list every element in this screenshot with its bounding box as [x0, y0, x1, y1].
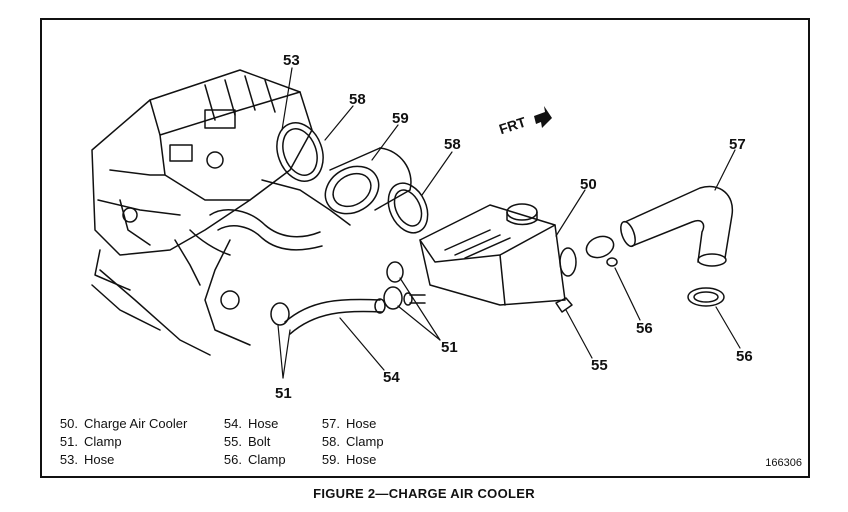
legend-item: 54. Hose [218, 416, 278, 431]
legend-item: 55. Bolt [218, 434, 270, 449]
legend-number: 51. [59, 434, 78, 449]
legend-number: 55. [223, 434, 242, 449]
hose-53-shape [209, 209, 323, 251]
callout-54: 54 [383, 369, 400, 386]
callout-58-right: 58 [444, 136, 461, 153]
legend-item: 53. Hose [54, 452, 114, 467]
callout-50: 50 [580, 176, 597, 193]
figure-caption: FIGURE 2—CHARGE AIR COOLER [313, 486, 535, 501]
callout-57: 57 [729, 136, 746, 153]
callout-51-right: 51 [441, 339, 458, 356]
figure-code: 166306 [765, 457, 802, 469]
legend-label: Bolt [248, 434, 271, 449]
legend-number: 54. [223, 416, 242, 431]
legend-number: 58. [321, 434, 340, 449]
legend-number: 56. [223, 452, 242, 467]
front-arrow-icon [534, 106, 552, 128]
legend-label: Hose [346, 416, 377, 431]
clamp-56-lower-shape [687, 287, 725, 307]
clamp-56-upper-shape [585, 235, 615, 259]
figure-frame [40, 18, 810, 478]
clamp-51-mid-shape [383, 286, 403, 310]
hose-59-shape [324, 147, 412, 215]
legend-number: 57. [321, 416, 340, 431]
hose-54-shape [284, 298, 383, 335]
legend-label: Hose [248, 416, 279, 431]
legend-number: 59. [321, 452, 340, 467]
callout-51-left: 51 [275, 385, 292, 402]
legend-label: Clamp [346, 434, 384, 449]
legend-label: Hose [84, 452, 115, 467]
clamp-58-left-shape [276, 122, 324, 182]
hose-57-shape [620, 185, 734, 267]
callout-53: 53 [283, 52, 300, 69]
legend-item: 57. Hose [316, 416, 376, 431]
callout-56-lower: 56 [736, 348, 753, 365]
clamp-58-right-shape [387, 182, 429, 234]
legend-item: 58. Clamp [316, 434, 384, 449]
leader-lines [277, 67, 741, 379]
legend-number: 53. [59, 452, 78, 467]
clamp-51-right-shape [386, 261, 404, 283]
charge-air-cooler-shape [403, 203, 577, 306]
engine-block [91, 69, 351, 356]
legend-item: 51. Clamp [54, 434, 122, 449]
legend-item: 59. Hose [316, 452, 376, 467]
callout-56-upper: 56 [636, 320, 653, 337]
legend-item: 56. Clamp [218, 452, 286, 467]
callout-55: 55 [591, 357, 608, 374]
legend-label: Clamp [84, 434, 122, 449]
legend-label: Clamp [248, 452, 286, 467]
legend-label: Charge Air Cooler [84, 416, 188, 431]
clamp-51-left-shape [270, 302, 290, 326]
callout-59: 59 [392, 110, 409, 127]
callout-58-left: 58 [349, 91, 366, 108]
legend-item: 50. Charge Air Cooler [54, 416, 187, 431]
legend-number: 50. [59, 416, 78, 431]
bolt-55-shape [555, 297, 573, 313]
legend-label: Hose [346, 452, 377, 467]
